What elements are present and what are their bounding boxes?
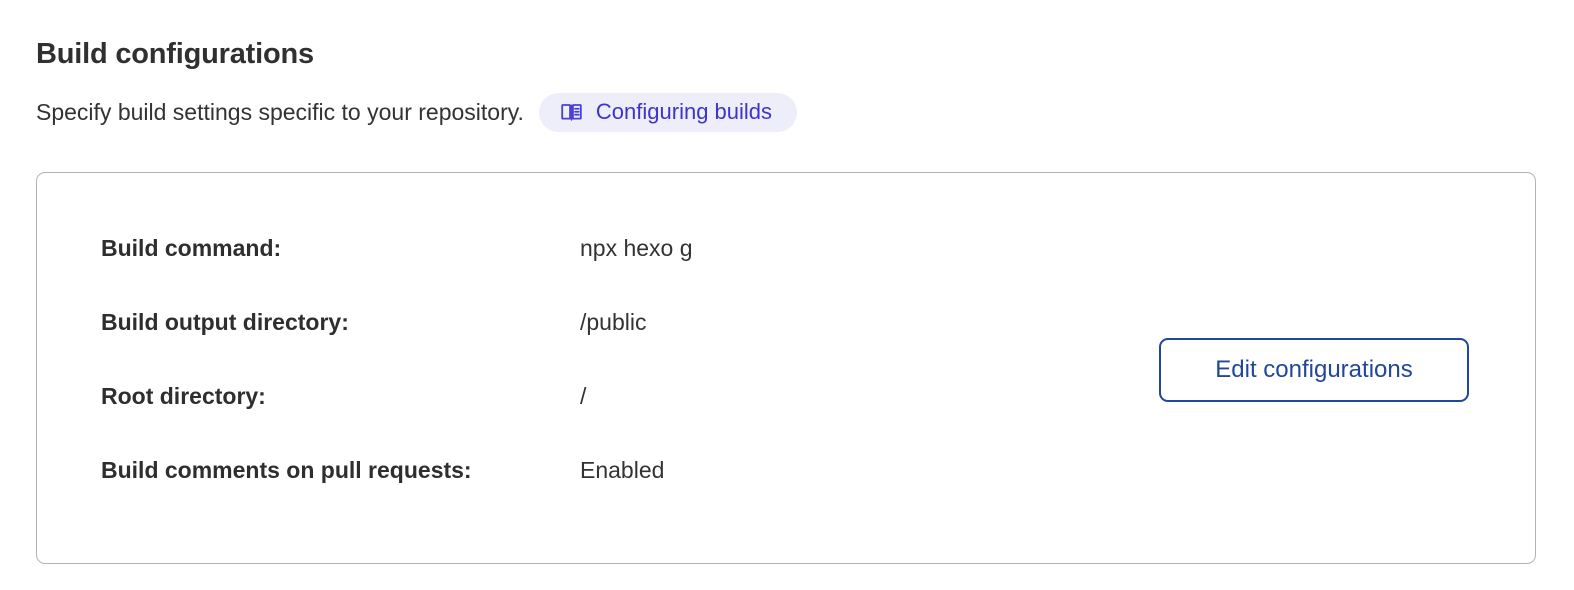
config-label: Build comments on pull requests: [101,457,472,483]
config-row-build-comments-on-pull-requests: Build comments on pull requests: Enabled [101,456,693,530]
book-icon [560,101,583,124]
config-row-build-output-directory: Build output directory: /public [101,308,693,382]
config-value: npx hexo g [580,235,693,261]
config-label: Root directory: [101,383,266,409]
config-value: /public [580,309,647,335]
subtitle-row: Specify build settings specific to your … [36,92,1538,132]
build-configurations-header: Build configurations Specify build setti… [36,36,1538,132]
config-value: / [580,383,587,409]
section-description: Specify build settings specific to your … [36,99,524,125]
configuring-builds-link[interactable]: Configuring builds [538,92,798,132]
config-row-root-directory: Root directory: / [101,382,693,456]
configuring-builds-label: Configuring builds [595,99,773,124]
edit-configurations-button[interactable]: Edit configurations [1159,338,1469,402]
page-title: Build configurations [36,38,314,70]
build-settings-list: Build command: npx hexo g Build output d… [101,234,693,530]
config-row-build-command: Build command: npx hexo g [101,234,693,308]
config-label: Build output directory: [101,309,349,335]
config-value: Enabled [580,457,665,483]
build-configurations-card: Build command: npx hexo g Build output d… [36,172,1536,564]
config-label: Build command: [101,235,282,261]
